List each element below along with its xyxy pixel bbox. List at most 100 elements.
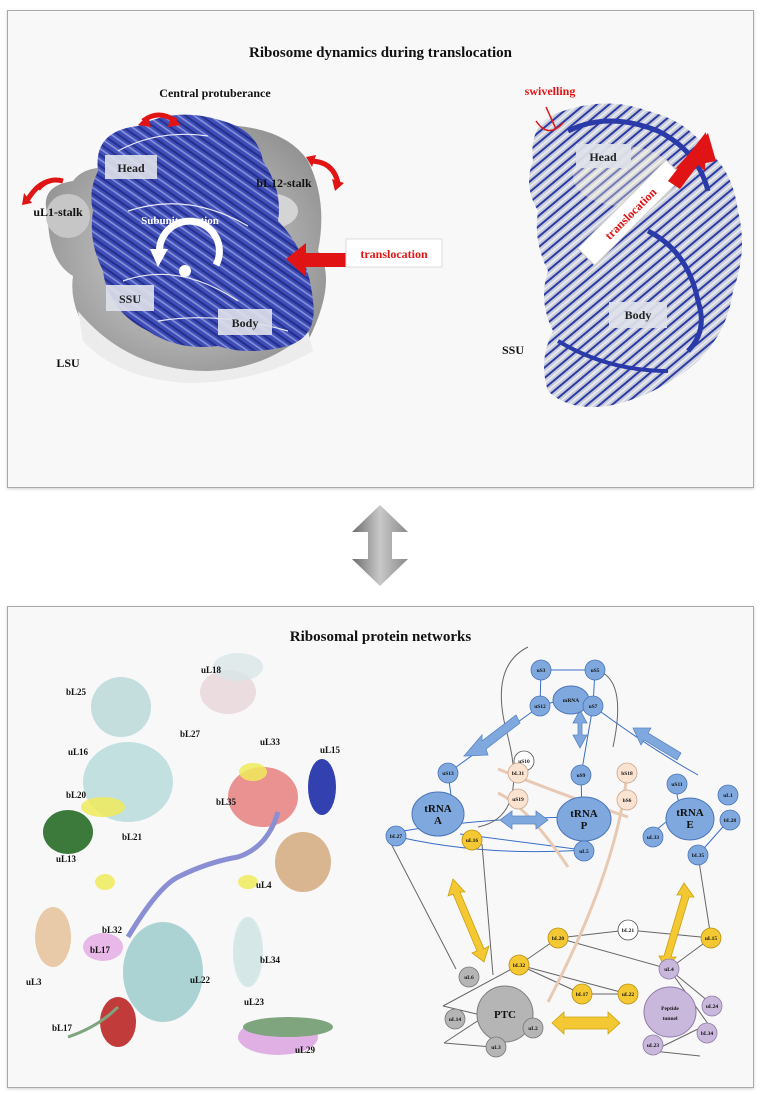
node-us11-label: uS11 bbox=[671, 782, 683, 788]
ribosome-dynamics-figure: Central protuberance Head bL12-stalk uL1… bbox=[22, 84, 742, 407]
node-bl35-label: bL35 bbox=[692, 853, 704, 859]
translocation-arrow-right bbox=[576, 132, 716, 267]
node-bs18 bbox=[616, 762, 638, 784]
node-us11 bbox=[666, 773, 688, 795]
node-us12-label: uS12 bbox=[534, 704, 546, 710]
node-us13 bbox=[437, 762, 459, 784]
translocation-title: Ribosome dynamics during translocation bbox=[249, 45, 512, 61]
protein-network-panel: Ribosomal protein networks bbox=[7, 606, 754, 1088]
network-node-labels: uS3 uS5 uS12 uS7 uS10 uS9 uS13 bL31 uS19… bbox=[390, 668, 736, 1051]
trna-a-node bbox=[411, 791, 465, 837]
head-label: Head bbox=[117, 161, 145, 175]
node-us10 bbox=[513, 750, 535, 772]
ptc-node bbox=[476, 985, 534, 1043]
network-edges bbox=[385, 646, 730, 1057]
node-ul23-label: uL23 bbox=[647, 1043, 659, 1049]
central-protuberance-arrow bbox=[138, 112, 181, 127]
node-bl34-label: bL34 bbox=[701, 1031, 713, 1037]
trna-a-label-2: A bbox=[434, 815, 442, 827]
node-bs18-label: bS18 bbox=[621, 771, 633, 777]
bl32-label: bL32 bbox=[102, 925, 123, 935]
bl25-label: bL25 bbox=[66, 687, 87, 697]
node-us3 bbox=[530, 659, 552, 681]
trna-a-label-1: tRNA bbox=[424, 803, 452, 815]
subunit-rotation-label: Subunit rotation bbox=[141, 215, 219, 227]
node-bl28-label: bL28 bbox=[724, 818, 736, 824]
node-ul33 bbox=[642, 826, 664, 848]
node-ul33-label: uL33 bbox=[647, 835, 659, 841]
network-protein-nodes bbox=[385, 659, 741, 1058]
node-ul5-label: uL5 bbox=[579, 849, 589, 855]
node-us7 bbox=[582, 695, 604, 717]
central-protuberance-label: Central protuberance bbox=[159, 86, 271, 100]
node-ul16-label: uL16 bbox=[466, 838, 478, 844]
trna-e-node bbox=[665, 797, 715, 841]
node-bl20-label: bL20 bbox=[552, 936, 564, 942]
peptide-tunnel-node bbox=[643, 986, 697, 1038]
body-label-box bbox=[218, 309, 272, 335]
ul16-label: uL16 bbox=[68, 747, 89, 757]
node-ul22-label: uL22 bbox=[622, 992, 634, 998]
ul29-label: uL29 bbox=[295, 1045, 316, 1055]
node-ul24-label: uL24 bbox=[706, 1004, 718, 1010]
ul3-label: uL3 bbox=[26, 977, 42, 987]
node-us5 bbox=[584, 659, 606, 681]
network-blue-arrows bbox=[463, 709, 682, 830]
bl34-label: bL34 bbox=[260, 955, 281, 965]
ul13-label: uL13 bbox=[56, 854, 77, 864]
lsu-label: LSU bbox=[56, 356, 80, 370]
head-label-box bbox=[105, 155, 157, 179]
translocation-label-box bbox=[345, 238, 443, 268]
node-us10-label: uS10 bbox=[518, 759, 530, 765]
node-ul14-label: uL14 bbox=[449, 1017, 461, 1023]
node-ul4 bbox=[658, 958, 680, 980]
node-ul3 bbox=[485, 1036, 507, 1058]
node-us5-label: uS5 bbox=[591, 668, 600, 674]
node-bl31 bbox=[507, 762, 529, 784]
node-bl17 bbox=[571, 983, 593, 1005]
node-us12 bbox=[529, 695, 551, 717]
trna-p-label-1: tRNA bbox=[570, 808, 598, 820]
node-ul15 bbox=[700, 927, 722, 949]
bl20-label: bL20 bbox=[66, 790, 87, 800]
bl12-stalk-label: bL12-stalk bbox=[256, 176, 312, 190]
node-bl31-label: bL31 bbox=[512, 771, 524, 777]
mrna-label: mRNA bbox=[563, 698, 580, 704]
trna-e-label-2: E bbox=[686, 819, 693, 831]
node-ul3-label: uL3 bbox=[491, 1045, 501, 1051]
node-us3-label: uS3 bbox=[537, 668, 546, 674]
node-bl35 bbox=[687, 844, 709, 866]
peptide-tunnel-label-2: tunnel bbox=[663, 1016, 678, 1022]
node-bl32 bbox=[508, 954, 530, 976]
ul4-label: uL4 bbox=[256, 880, 272, 890]
protein-ribbons bbox=[35, 653, 336, 1055]
node-us9 bbox=[570, 764, 592, 786]
right-body-label: Body bbox=[625, 308, 652, 322]
node-bs6-label: bS6 bbox=[623, 798, 632, 804]
bl17-label-top: bL17 bbox=[90, 945, 111, 955]
ul18-label: uL18 bbox=[201, 665, 222, 675]
subunit-rotation-arrow bbox=[150, 217, 223, 277]
swivelling-label: swivelling bbox=[525, 84, 576, 98]
node-ul2-label: uL2 bbox=[528, 1026, 538, 1032]
translocation-arrow-left bbox=[286, 243, 352, 277]
trna-p-label-2: P bbox=[581, 820, 588, 832]
bl21-label: bL21 bbox=[122, 832, 143, 842]
node-bl20 bbox=[547, 927, 569, 949]
node-ul24 bbox=[701, 995, 723, 1017]
mrna-node bbox=[552, 685, 590, 715]
node-ul23 bbox=[642, 1034, 664, 1056]
swivelling-arrow bbox=[535, 106, 564, 132]
peptide-tunnel-label-1: Peptide bbox=[661, 1006, 679, 1012]
node-ul4-label: uL4 bbox=[664, 967, 674, 973]
node-ul16 bbox=[461, 829, 483, 851]
node-bs6 bbox=[616, 789, 638, 811]
right-head-label: Head bbox=[589, 150, 617, 164]
node-bl17-label: bL17 bbox=[576, 992, 588, 998]
ul23-label: uL23 bbox=[244, 997, 265, 1007]
right-body-label-box bbox=[609, 302, 667, 328]
node-ul14 bbox=[444, 1008, 466, 1030]
node-us9-label: uS9 bbox=[577, 773, 586, 779]
protein-network-title: Ribosomal protein networks bbox=[289, 629, 472, 645]
node-us19-label: uS19 bbox=[512, 797, 524, 803]
